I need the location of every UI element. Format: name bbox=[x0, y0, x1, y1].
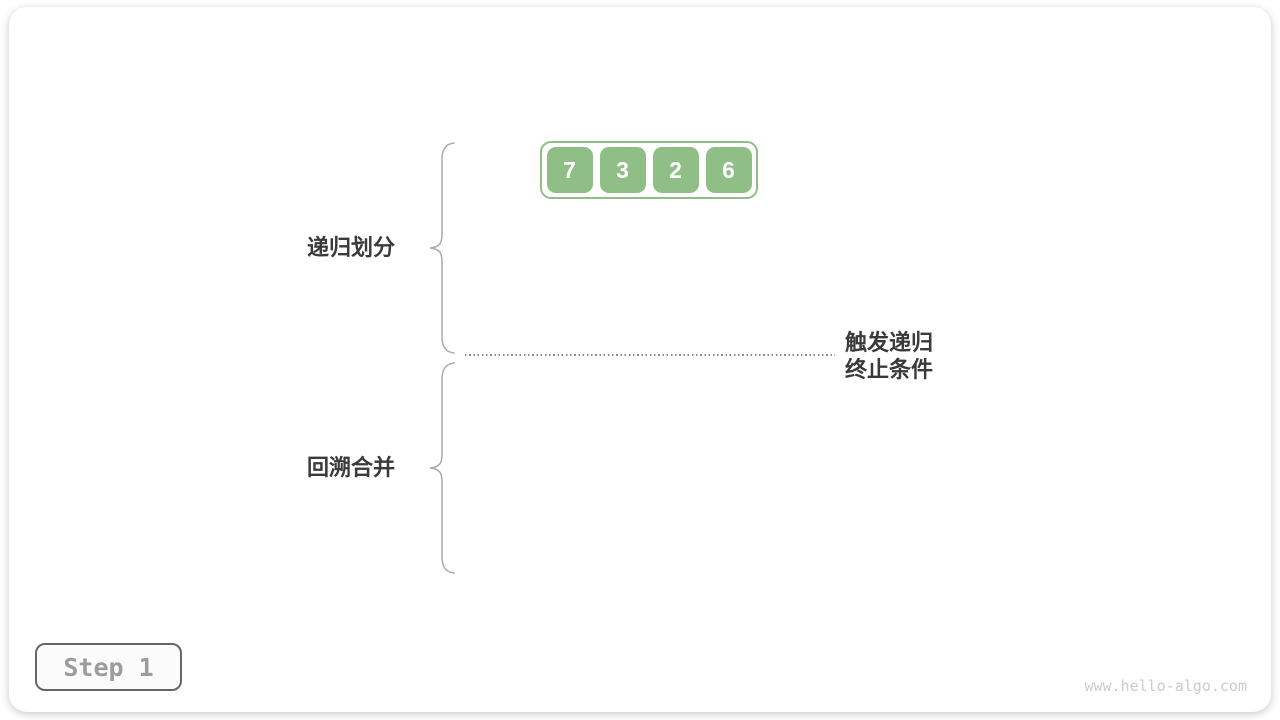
terminate-condition-line1: 触发递归 bbox=[845, 330, 934, 355]
terminate-condition-label: 触发递归 终止条件 bbox=[845, 329, 975, 383]
figure-card bbox=[9, 7, 1271, 712]
phase-label-recursive-divide: 递归划分 bbox=[306, 235, 395, 260]
array-cell: 2 bbox=[652, 147, 699, 193]
phase-label-backtrack-merge: 回溯合并 bbox=[306, 455, 395, 480]
terminate-condition-line2: 终止条件 bbox=[845, 357, 934, 382]
array-cell: 7 bbox=[546, 147, 593, 193]
array-cell: 3 bbox=[599, 147, 646, 193]
left-curly-brace-merge bbox=[429, 362, 455, 574]
array-container: 7 3 2 6 bbox=[540, 141, 758, 199]
array-cell: 6 bbox=[705, 147, 752, 193]
left-curly-brace-divide bbox=[429, 142, 455, 354]
dotted-divider-line bbox=[465, 354, 835, 356]
watermark-url: www.hello-algo.com bbox=[1084, 677, 1247, 695]
step-badge: Step 1 bbox=[35, 643, 182, 691]
